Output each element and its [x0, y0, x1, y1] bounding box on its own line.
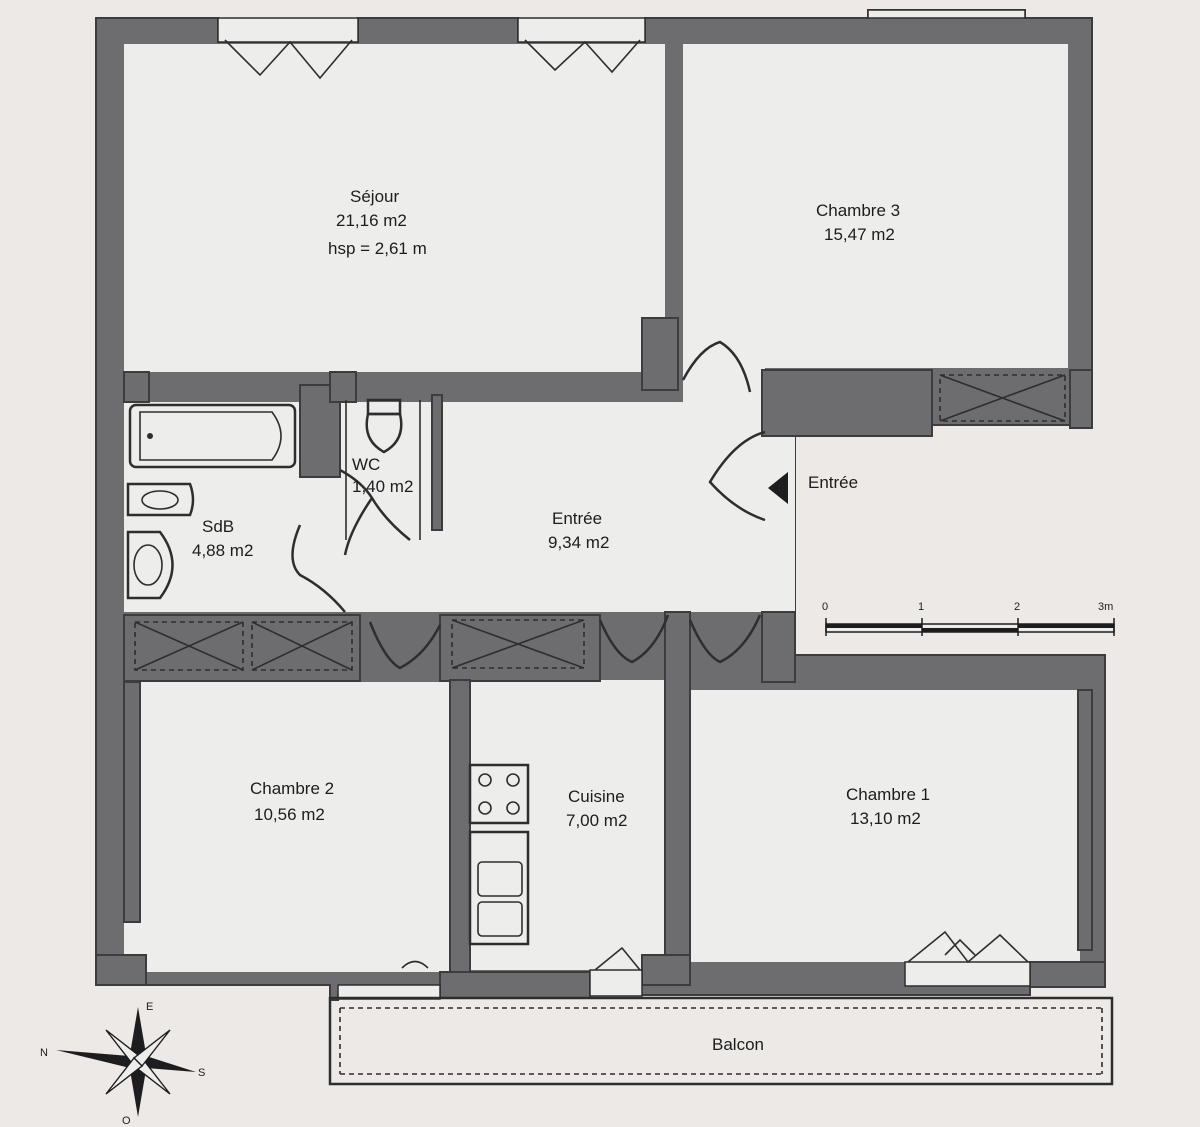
entrance-arrow-icon [768, 472, 788, 504]
sejour-area: 21,16 m2 [336, 211, 407, 230]
balcony [328, 996, 1114, 1086]
fixtures [126, 374, 1066, 969]
kitchen-sink [468, 830, 530, 946]
scale-tick-3: 3m [1098, 601, 1113, 613]
entree-area: 9,34 m2 [548, 533, 609, 552]
bidet [126, 482, 195, 517]
room-labels: Séjour 21,16 m2 hsp = 2,61 m Chambre 3 1… [192, 187, 930, 1054]
wc-name: WC [352, 455, 380, 474]
sink [126, 530, 174, 600]
bathtub [128, 403, 297, 469]
wc-area: 1,40 m2 [352, 477, 413, 496]
compass-south: S [198, 1067, 205, 1079]
chambre2-name: Chambre 2 [250, 779, 334, 798]
windows [217, 9, 1031, 1000]
chambre3-name: Chambre 3 [816, 201, 900, 220]
cuisine-area: 7,00 m2 [566, 811, 627, 830]
sejour-height: hsp = 2,61 m [328, 239, 427, 258]
sdb-area: 4,88 m2 [192, 541, 253, 560]
closets [134, 374, 1066, 671]
compass-rose-icon: N E S O [40, 1001, 205, 1127]
doors [291, 340, 766, 670]
scale-tick-1: 1 [918, 601, 924, 613]
balcon-name: Balcon [712, 1035, 764, 1054]
walls [95, 9, 1106, 1001]
cuisine-name: Cuisine [568, 787, 625, 806]
sdb-name: SdB [202, 517, 234, 536]
compass-east: E [146, 1001, 153, 1013]
scale-tick-2: 2 [1014, 601, 1020, 613]
chambre3-area: 15,47 m2 [824, 225, 895, 244]
compass-north: N [40, 1047, 48, 1059]
sejour-name: Séjour [350, 187, 399, 206]
compass-west: O [122, 1115, 131, 1127]
stove-icon [468, 763, 530, 825]
chambre2-area: 10,56 m2 [254, 805, 325, 824]
scale-tick-0: 0 [822, 601, 828, 613]
entree-name: Entrée [552, 509, 602, 528]
chambre1-area: 13,10 m2 [850, 809, 921, 828]
scale-bar: 0 1 2 3m [822, 601, 1115, 636]
entrance-label: Entrée [808, 473, 858, 492]
chambre1-name: Chambre 1 [846, 785, 930, 804]
